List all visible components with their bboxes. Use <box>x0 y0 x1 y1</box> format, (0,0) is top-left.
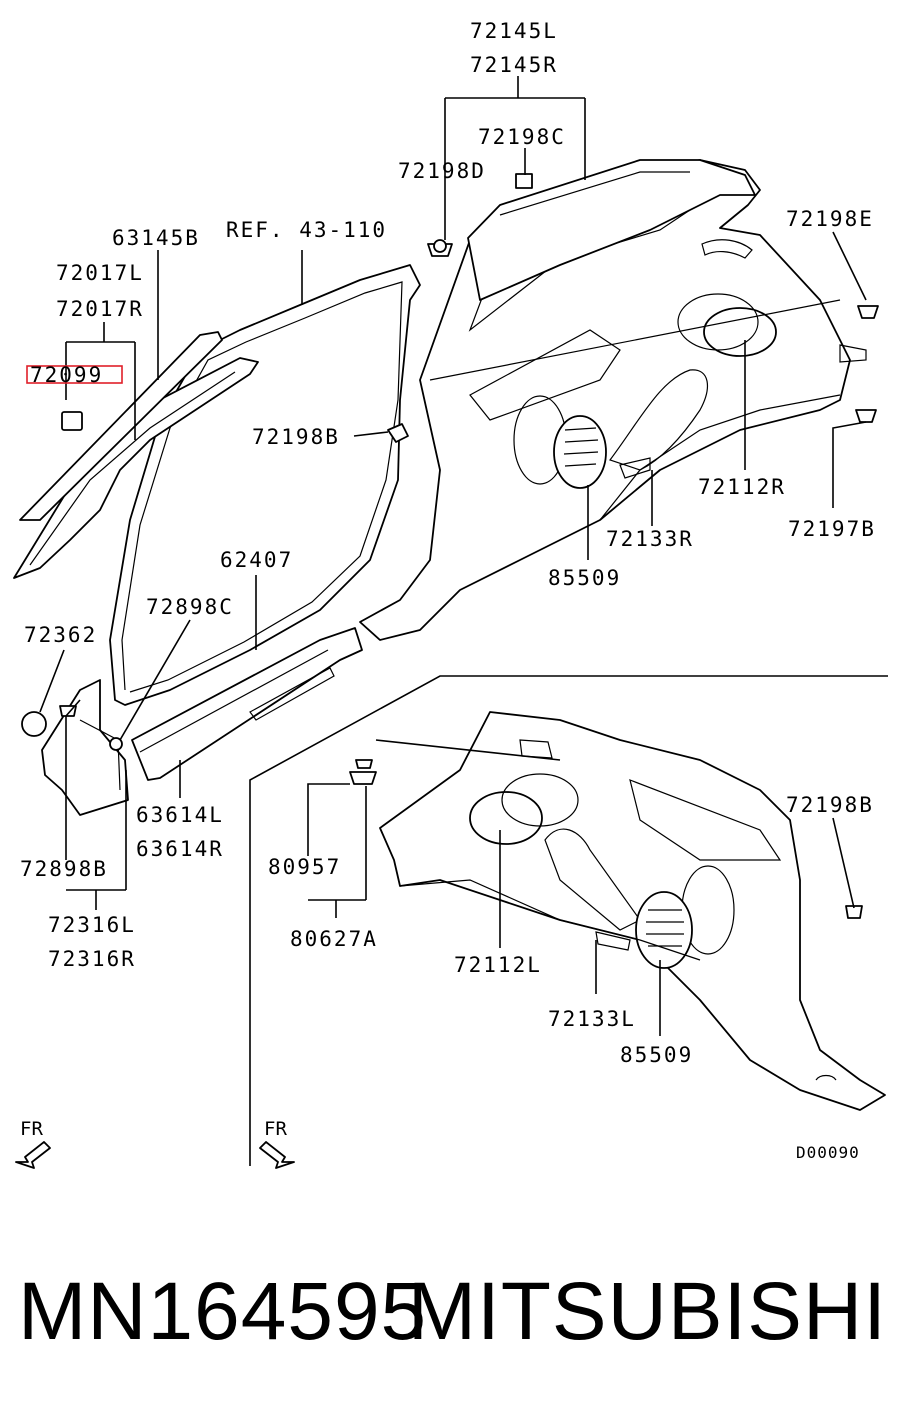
label-63614R: 63614R <box>136 837 224 861</box>
label-72898B: 72898B <box>20 857 108 881</box>
label-85509-bottom: 85509 <box>620 1043 693 1067</box>
front-direction-arrow-right <box>259 1141 295 1169</box>
brand-name: MITSUBISHI <box>407 1266 887 1357</box>
label-72898C: 72898C <box>146 595 234 619</box>
exploded-parts-diagram: 72145L 72145R 72198C 72198D 72198E 63145… <box>13 19 888 1169</box>
label-72198E: 72198E <box>786 207 874 231</box>
label-72112L: 72112L <box>454 953 542 977</box>
label-ref-43-110: REF. 43-110 <box>226 218 387 242</box>
label-72017R: 72017R <box>56 297 144 321</box>
label-72197B: 72197B <box>788 517 876 541</box>
leader-lines <box>39 76 888 1166</box>
part-footer: MN164595 MITSUBISHI <box>0 1265 909 1375</box>
label-85509-top: 85509 <box>548 566 621 590</box>
label-72145L: 72145L <box>470 19 558 43</box>
clip-fasteners <box>21 173 879 919</box>
window-weatherstrip <box>109 264 421 706</box>
quarter-trim-panel-lh <box>379 711 886 1111</box>
label-72017L: 72017L <box>56 261 144 285</box>
label-72198C: 72198C <box>478 125 566 149</box>
label-72316R: 72316R <box>48 947 136 971</box>
front-direction-arrow-left <box>15 1141 51 1169</box>
center-pillar-trim <box>13 331 259 579</box>
label-72133R: 72133R <box>606 527 694 551</box>
label-72316L: 72316L <box>48 913 136 937</box>
highlight-box <box>26 365 123 384</box>
label-72198B-bottom: 72198B <box>786 793 874 817</box>
label-72198B-top: 72198B <box>252 425 340 449</box>
fr-label-right: FR <box>264 1118 287 1140</box>
part-number: MN164595 <box>18 1266 428 1357</box>
label-80627A: 80627A <box>290 927 378 951</box>
roof-side-trim <box>467 159 756 301</box>
rear-scuff-plate <box>131 627 363 781</box>
label-72198D: 72198D <box>398 159 486 183</box>
label-72099: 72099 <box>30 363 103 387</box>
drawing-code: D00090 <box>796 1143 860 1162</box>
label-63145B: 63145B <box>112 226 200 250</box>
label-80957: 80957 <box>268 855 341 879</box>
label-72133L: 72133L <box>548 1007 636 1031</box>
label-62407: 62407 <box>220 548 293 572</box>
label-72145R: 72145R <box>470 53 558 77</box>
label-72112R: 72112R <box>698 475 786 499</box>
fr-label-left: FR <box>20 1118 43 1140</box>
label-63614L: 63614L <box>136 803 224 827</box>
label-72362: 72362 <box>24 623 97 647</box>
